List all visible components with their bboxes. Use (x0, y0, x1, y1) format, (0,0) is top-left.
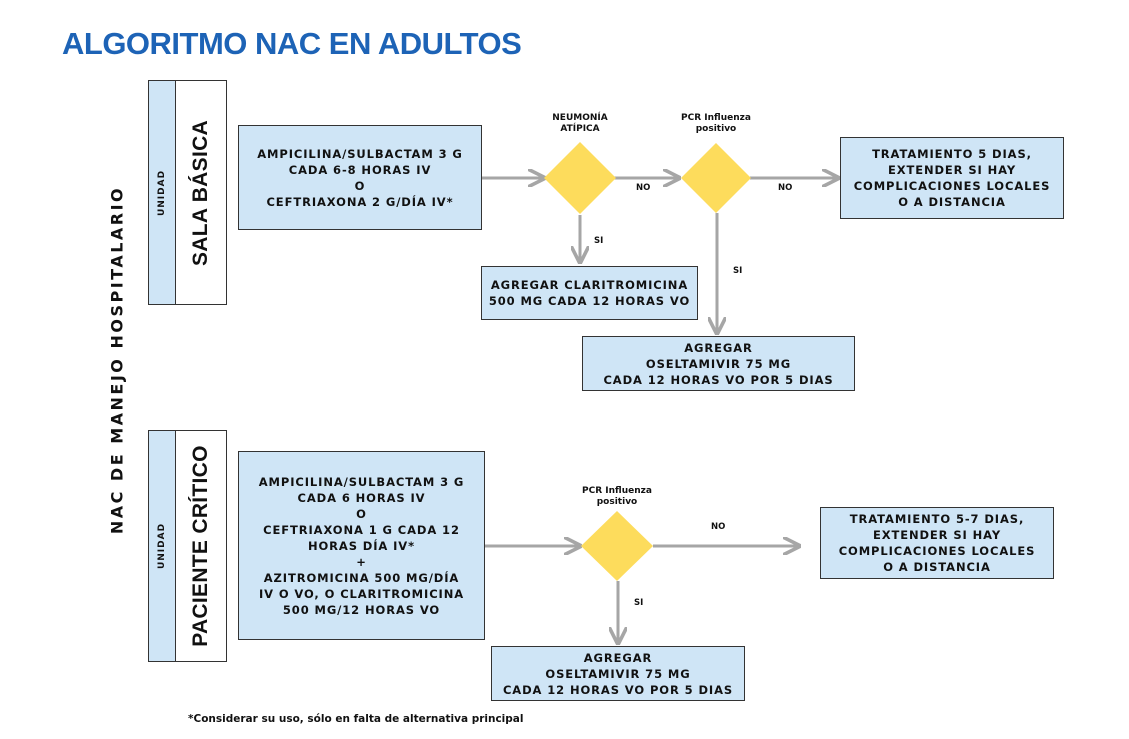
outcome-box-oseltamivir-critico: AGREGAR OSELTAMIVIR 75 MG CADA 12 HORAS … (491, 646, 745, 701)
decision-label-pcr1: PCR Influenza positivo (666, 113, 766, 135)
treatment-line: CEFTRIAXONA 1 G CADA 12 (263, 522, 460, 537)
outcome-line: EXTENDER SI HAY (887, 163, 1017, 177)
treatment-line: 500 MG/12 HORAS VO (282, 602, 441, 617)
treatment-line: CADA 6 HORAS IV (297, 490, 426, 505)
treatment-line: AMPICILINA/SULBACTAM 3 G (257, 146, 463, 161)
outcome-box-treatment-5-dias: TRATAMIENTO 5 DIAS, EXTENDER SI HAY COMP… (840, 137, 1064, 219)
outcome-line: O A DISTANCIA (898, 195, 1006, 209)
outcome-line: EXTENDER SI HAY (872, 528, 1002, 542)
decision-diamond-pcr2 (581, 511, 653, 581)
unit-name-sala-basica: SALA BÁSICA (175, 80, 227, 305)
unit-name-label: PACIENTE CRÍTICO (189, 445, 212, 647)
outcome-line: OSELTAMIVIR 75 MG (545, 666, 691, 681)
unit-tag-label: UNIDAD (157, 522, 167, 570)
outcome-line: O A DISTANCIA (883, 560, 991, 574)
outcome-line: AGREGAR (583, 650, 653, 665)
outcome-box-claritromicina: AGREGAR CLARITROMICINA 500 MG CADA 12 HO… (481, 266, 698, 320)
decision-label-line: PCR Influenza (582, 486, 652, 496)
decision-label-line: PCR Influenza (681, 113, 751, 123)
decision-label-line: positivo (596, 497, 638, 507)
unit-name-label: SALA BÁSICA (189, 119, 212, 266)
page-title: ALGORITMO NAC EN ADULTOS (62, 26, 522, 61)
decision-label-line: ATÍPICA (560, 124, 600, 134)
outcome-line: AGREGAR CLARITROMICINA (490, 278, 689, 292)
decision-label-line: NEUMONÍA (552, 113, 608, 123)
decision-label-line: positivo (695, 124, 737, 134)
treatment-line: O (354, 178, 366, 193)
treatment-box-sala-basica: AMPICILINA/SULBACTAM 3 G CADA 6-8 HORAS … (238, 125, 482, 230)
treatment-line: CADA 6-8 HORAS IV (288, 162, 432, 177)
treatment-line: O (356, 506, 367, 521)
footnote: *Considerar su uso, sólo en falta de alt… (188, 713, 524, 725)
treatment-box-paciente-critico: AMPICILINA/SULBACTAM 3 G CADA 6 HORAS IV… (238, 451, 485, 640)
outcome-line: TRATAMIENTO 5 DIAS, (872, 147, 1032, 161)
outcome-box-treatment-5-7-dias: TRATAMIENTO 5-7 DIAS, EXTENDER SI HAY CO… (820, 507, 1054, 579)
treatment-line: HORAS DÍA IV* (307, 538, 416, 553)
treatment-line: IV O VO, O CLARITROMICINA (258, 586, 465, 601)
decision-label-atipica: NEUMONÍA ATÍPICA (540, 113, 620, 135)
edge-label-no: NO (636, 183, 651, 193)
edge-label-si: SI (634, 598, 644, 608)
treatment-line: AZITROMICINA 500 MG/DÍA (263, 570, 460, 585)
edge-label-no: NO (778, 183, 793, 193)
treatment-line: AMPICILINA/SULBACTAM 3 G (258, 474, 465, 489)
edge-label-no: NO (711, 522, 726, 532)
outcome-line: CADA 12 HORAS VO POR 5 DIAS (603, 372, 834, 387)
decision-diamond-pcr1 (681, 143, 751, 213)
outcome-line: COMPLICACIONES LOCALES (838, 544, 1036, 558)
outcome-line: OSELTAMIVIR 75 MG (645, 356, 792, 371)
outcome-line: COMPLICACIONES LOCALES (853, 179, 1051, 193)
decision-diamond-atipica (544, 142, 616, 214)
edge-label-si: SI (594, 236, 604, 246)
treatment-line: + (356, 554, 367, 569)
edge-label-si: SI (733, 266, 743, 276)
unit-name-paciente-critico: PACIENTE CRÍTICO (175, 430, 227, 662)
decision-label-pcr2: PCR Influenza positivo (567, 486, 667, 508)
outcome-line: TRATAMIENTO 5-7 DIAS, (849, 512, 1025, 526)
treatment-line: CEFTRIAXONA 2 G/DÍA IV* (266, 194, 454, 209)
unit-tab-sala-basica: UNIDAD (148, 80, 176, 305)
unit-tag-label: UNIDAD (157, 169, 167, 216)
outcome-line: AGREGAR (684, 340, 753, 355)
outcome-box-oseltamivir-sala: AGREGAR OSELTAMIVIR 75 MG CADA 12 HORAS … (582, 336, 855, 391)
outcome-line: 500 MG CADA 12 HORAS VO (488, 294, 691, 308)
outcome-line: CADA 12 HORAS VO POR 5 DIAS (502, 682, 734, 697)
unit-tab-paciente-critico: UNIDAD (148, 430, 176, 662)
